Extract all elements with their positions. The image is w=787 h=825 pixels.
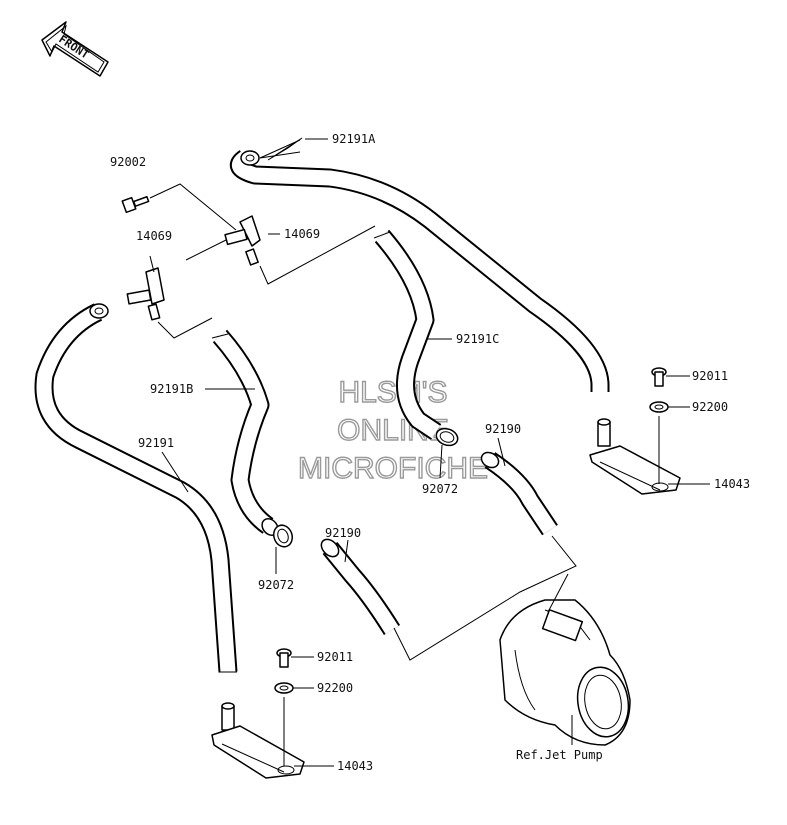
fitting-14069-left bbox=[126, 267, 165, 321]
label-ref-jet-pump: Ref.Jet Pump bbox=[516, 748, 603, 762]
bolt-92002-icon bbox=[121, 195, 150, 214]
label-14069-upper: 14069 bbox=[284, 227, 320, 241]
part-labels: 92191A 92002 14069 14069 92191C 92191B 9… bbox=[110, 132, 750, 773]
label-92191: 92191 bbox=[138, 436, 174, 450]
label-92190-right: 92190 bbox=[485, 422, 521, 436]
label-92011-bottom: 92011 bbox=[317, 650, 353, 664]
label-92191B: 92191B bbox=[150, 382, 193, 396]
label-92190-center: 92190 bbox=[325, 526, 361, 540]
label-92191C: 92191C bbox=[456, 332, 499, 346]
hose-92191 bbox=[34, 303, 238, 673]
label-14043-bottom: 14043 bbox=[337, 759, 373, 773]
clamp-92072-right bbox=[435, 427, 459, 447]
jet-pump bbox=[499, 599, 631, 746]
label-92011-right: 92011 bbox=[692, 369, 728, 383]
label-92002: 92002 bbox=[110, 155, 146, 169]
hose-92190-right bbox=[480, 451, 558, 536]
hose-92191C bbox=[373, 229, 442, 440]
label-14069-left: 14069 bbox=[136, 229, 172, 243]
label-14043-right: 14043 bbox=[714, 477, 750, 491]
bracket-14043-bottom bbox=[211, 702, 305, 779]
washer-92200-bottom-icon bbox=[274, 682, 294, 694]
hose-92190-center bbox=[320, 538, 401, 636]
bolt-92011-bottom-icon bbox=[276, 648, 292, 668]
watermark-line-3: MICROFICHE bbox=[298, 452, 488, 485]
hose-92191A bbox=[230, 150, 610, 395]
front-direction-arrow-icon: FRONT bbox=[41, 21, 109, 77]
bolt-92011-right-icon bbox=[651, 367, 667, 387]
watermark: HLSM'S ONLINE MICROFICHE bbox=[297, 375, 488, 485]
label-92191A: 92191A bbox=[332, 132, 376, 146]
bracket-14043-right bbox=[589, 418, 681, 495]
label-92072-right: 92072 bbox=[422, 482, 458, 496]
leader-lines bbox=[149, 137, 710, 767]
watermark-line-1: HLSM'S bbox=[338, 376, 447, 409]
hose-92191B bbox=[211, 329, 279, 536]
label-92200-bottom: 92200 bbox=[317, 681, 353, 695]
label-92200-right: 92200 bbox=[692, 400, 728, 414]
clamp-92072-left bbox=[272, 524, 294, 548]
fitting-14069-upper bbox=[224, 215, 261, 266]
washer-92200-right-icon bbox=[649, 401, 669, 413]
label-92072-left: 92072 bbox=[258, 578, 294, 592]
